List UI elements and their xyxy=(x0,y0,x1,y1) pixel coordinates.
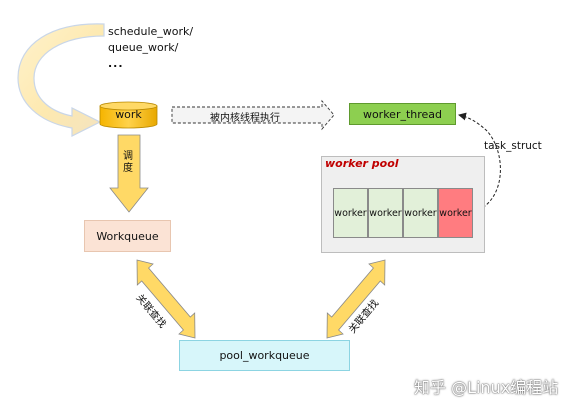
work-node: work xyxy=(115,107,142,121)
caller-curved-arrow xyxy=(17,23,105,137)
caller-line-schedule-work: schedule_work/ xyxy=(108,25,194,38)
workqueue-node: Workqueue xyxy=(84,220,171,252)
task-struct-label: task_struct xyxy=(484,140,542,152)
worker-pool-title: worker pool xyxy=(325,157,399,170)
worker-cell: worker xyxy=(333,188,368,238)
caller-line-ellipsis: ... xyxy=(108,57,124,70)
worker-cell: worker xyxy=(403,188,438,238)
pool-workqueue-node: pool_workqueue xyxy=(179,340,350,371)
caller-line-queue-work: queue_work/ xyxy=(108,41,179,54)
executed-by-kernel-thread-arrow xyxy=(171,99,335,131)
task-struct-arrow xyxy=(458,112,501,213)
worker-cell-busy: worker xyxy=(438,188,473,238)
executed-by-kernel-thread-label: 被内核线程执行 xyxy=(210,113,280,124)
worker-thread-node: worker_thread xyxy=(349,103,456,125)
watermark: 知乎 @Linux编程站 xyxy=(414,378,559,397)
caller-functions: schedule_work/ queue_work/ ... xyxy=(108,24,193,72)
schedule-arrow xyxy=(109,134,149,213)
assoc-find-right-arrow xyxy=(326,259,386,339)
assoc-find-left-arrow xyxy=(136,259,196,339)
worker-cell: worker xyxy=(368,188,403,238)
work-cylinder xyxy=(99,101,158,129)
schedule-label: 调度 xyxy=(123,151,133,174)
